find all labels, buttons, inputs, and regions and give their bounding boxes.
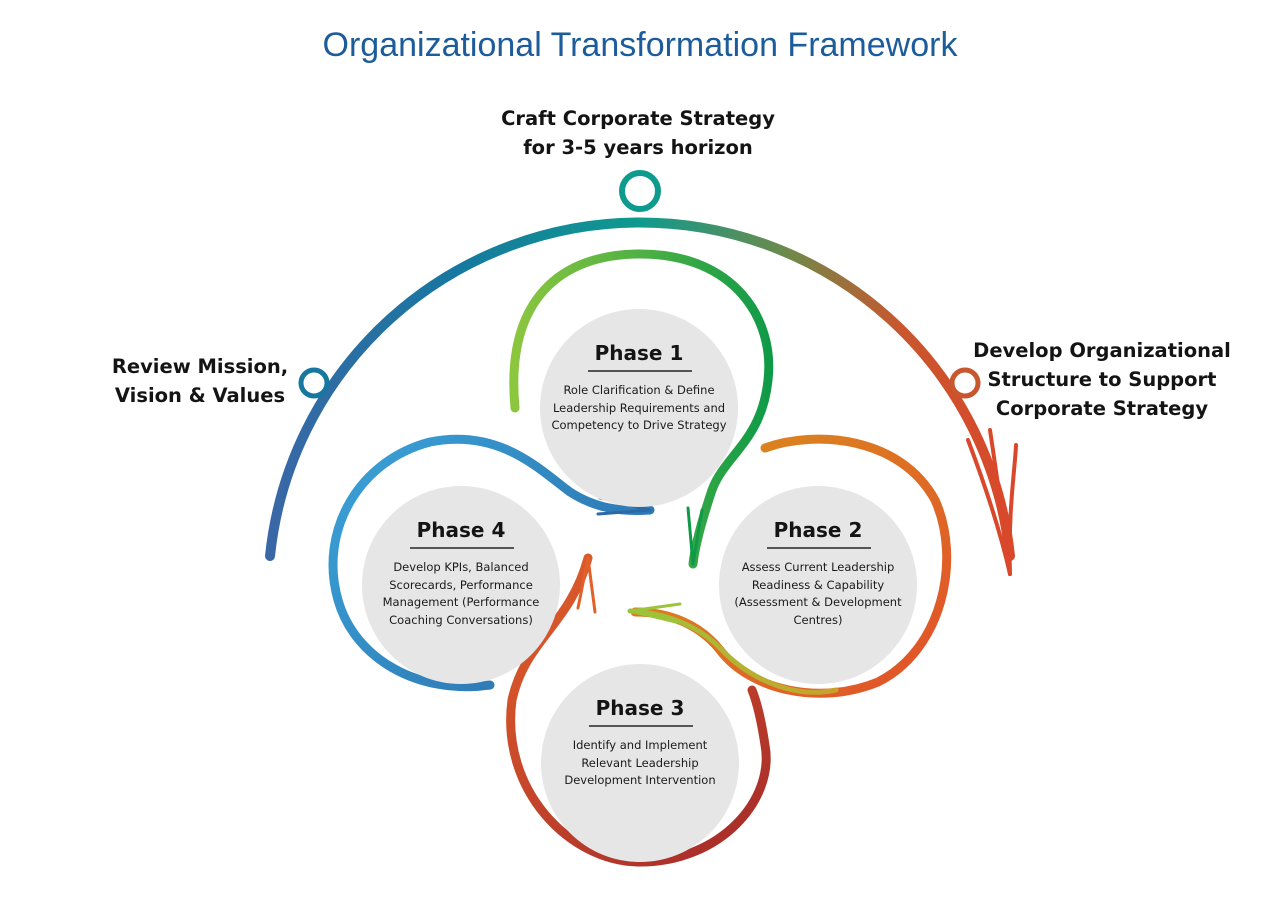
phase-3-line-2: Relevant Leadership	[581, 755, 699, 770]
phase1-arrowhead-icon	[686, 506, 704, 566]
phase-3-title: Phase 3	[595, 696, 685, 720]
phase-3-description: Identify and Implement Relevant Leadersh…	[547, 737, 733, 790]
phase4-ring	[328, 434, 655, 692]
phase-3-node: Phase 3 Identify and Implement Relevant …	[541, 664, 739, 862]
phase-4-line-3: Management (Performance	[382, 595, 540, 609]
milestone-right-line-3: Corporate Strategy	[995, 397, 1209, 420]
milestone-top-line-1: Craft Corporate Strategy	[501, 107, 775, 130]
phase-2-node: Phase 2 Assess Current Leadership Readin…	[719, 486, 917, 684]
milestone-left-label: Review Mission, Vision & Values	[60, 352, 340, 410]
phase-3-line-3: Development Intervention	[564, 773, 716, 787]
phase-1-divider	[588, 370, 692, 372]
phase-4-line-1: Develop KPIs, Balanced	[393, 560, 529, 574]
milestone-left-line-2: Vision & Values	[114, 384, 286, 407]
phase-3-line-1: Identify and Implement	[572, 738, 708, 752]
phase-4-divider	[410, 547, 514, 549]
milestone-top-label: Craft Corporate Strategy for 3-5 years h…	[438, 104, 838, 162]
phase-1-line-3: Competency to Drive Strategy	[551, 418, 727, 432]
phase2-link	[627, 608, 839, 695]
strategy-arc	[265, 217, 1015, 561]
page-title: Organizational Transformation Framework	[322, 26, 958, 64]
phase1-ring	[509, 249, 774, 569]
phase-4-line-2: Scorecards, Performance	[389, 577, 533, 592]
phase-4-node: Phase 4 Develop KPIs, Balanced Scorecard…	[362, 486, 560, 684]
milestone-node-left	[298, 367, 330, 399]
phase-2-line-3: (Assessment & Development	[734, 595, 902, 609]
phase-1-title: Phase 1	[594, 341, 684, 365]
phase-1-line-1: Role Clarification & Define	[563, 383, 715, 397]
milestone-top-line-2: for 3-5 years horizon	[523, 136, 753, 159]
milestone-node-right	[949, 367, 981, 399]
phase-2-description: Assess Current Leadership Readiness & Ca…	[725, 559, 911, 629]
phase-2-line-1: Assess Current Leadership	[741, 560, 895, 574]
phase-3-divider	[589, 725, 693, 727]
phase2-arrowhead-icon	[628, 602, 682, 624]
milestone-node-top	[619, 170, 661, 212]
milestone-right-label: Develop Organizational Structure to Supp…	[952, 336, 1252, 423]
phase-4-description: Develop KPIs, Balanced Scorecards, Perfo…	[368, 559, 554, 629]
milestone-left-line-1: Review Mission,	[111, 355, 289, 378]
phase-4-line-4: Coaching Conversations)	[389, 612, 533, 627]
phase-2-line-2: Readiness & Capability	[751, 577, 885, 592]
milestone-right-line-2: Structure to Support	[987, 368, 1217, 391]
phase-2-divider	[767, 547, 871, 549]
strategy-arc-arrowhead-icon	[966, 428, 1018, 576]
milestone-right-line-1: Develop Organizational	[973, 339, 1231, 362]
phase-2-title: Phase 2	[773, 518, 863, 542]
phase-4-title: Phase 4	[416, 518, 506, 542]
phase-2-line-4: Centres)	[793, 612, 843, 627]
phase-1-node: Phase 1 Role Clarification & Define Lead…	[540, 309, 738, 507]
phase-1-line-2: Leadership Requirements and	[552, 400, 726, 415]
phase-1-description: Role Clarification & Define Leadership R…	[546, 382, 732, 435]
phase3-arrowhead-icon	[576, 556, 597, 614]
